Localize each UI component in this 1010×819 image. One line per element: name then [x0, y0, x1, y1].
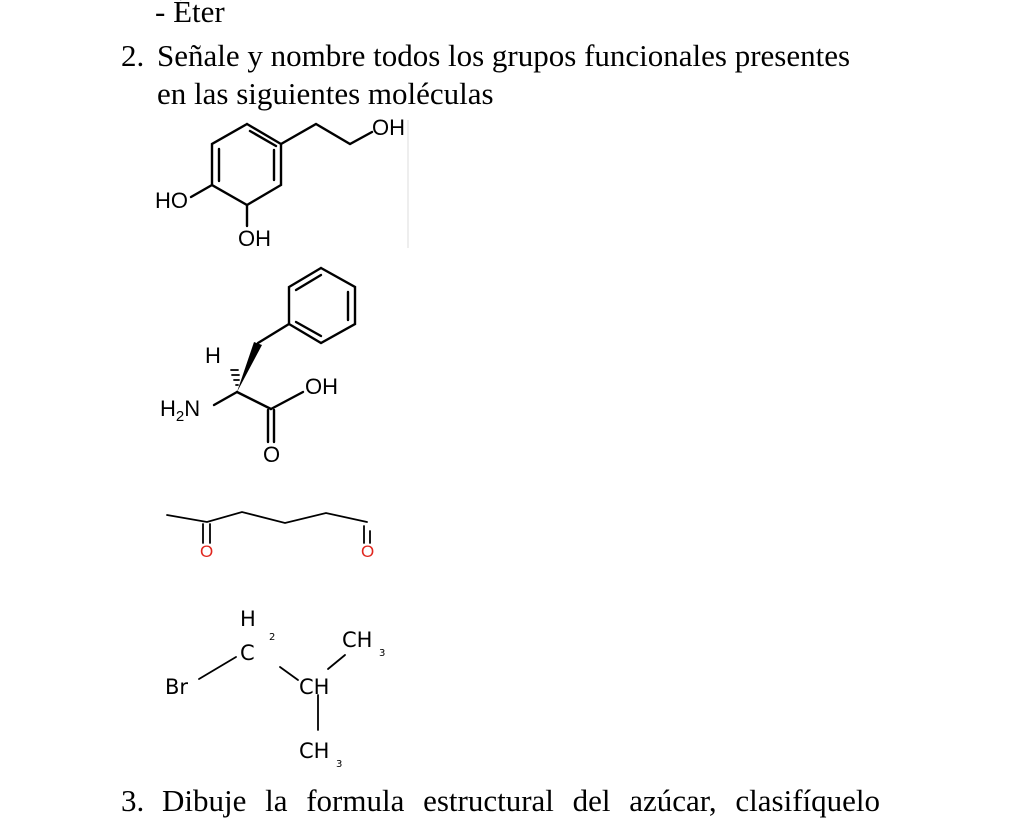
- molecule-2-h2n: H2N: [160, 396, 200, 425]
- molecule-4-ch3-bottom: CH: [299, 739, 329, 763]
- molecule-4-h2-label: H: [240, 607, 256, 631]
- question-2-number: 2.: [121, 38, 145, 73]
- molecule-4-bonds: [198, 654, 346, 731]
- molecule-2-bonds: [212, 266, 357, 444]
- question-3-text: Dibuje la formula estructural del azúcar…: [162, 783, 880, 818]
- molecule-4-h2-subscript: 2: [269, 632, 275, 643]
- molecule-1-ho-left: HO: [155, 188, 188, 213]
- eter-line: - Éter: [155, 0, 225, 29]
- molecule-4-ch3-top-subscript: 3: [379, 648, 385, 659]
- molecule-2-o: O: [263, 442, 280, 467]
- molecule-1-oh-bottom: OH: [238, 226, 271, 251]
- molecule-3-oxygen-left: O: [200, 542, 213, 561]
- molecule-4-ch3-bottom-subscript: 3: [336, 759, 342, 770]
- molecule-4-c: C: [240, 641, 255, 665]
- question-3-number: 3.: [121, 783, 145, 818]
- molecule-3-oxygen-right: O: [361, 542, 374, 561]
- molecule-4-ch3-top: CH: [342, 628, 372, 652]
- question-2-text-line-2: en las siguientes moléculas: [157, 76, 494, 111]
- molecule-1-oh-top: OH: [372, 115, 405, 140]
- molecule-4-ch: CH: [299, 675, 329, 699]
- molecule-2-wedge-bond: [237, 342, 262, 392]
- molecule-2-h: H: [205, 343, 221, 368]
- question-2-text-line-1: Señale y nombre todos los grupos funcion…: [157, 38, 851, 73]
- molecule-2-oh: OH: [305, 374, 338, 399]
- molecule-1-bonds: [189, 120, 409, 248]
- molecule-4-br: Br: [165, 675, 188, 699]
- molecule-3-bonds: [166, 511, 371, 544]
